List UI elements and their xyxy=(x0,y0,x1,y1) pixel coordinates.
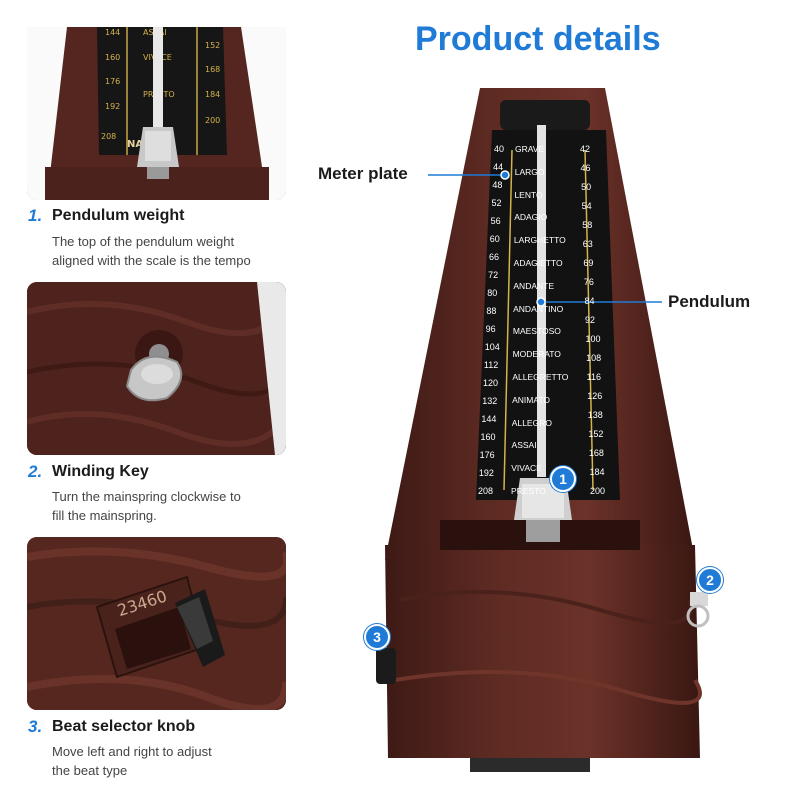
thumb-num-left: 160 xyxy=(105,53,120,62)
scale-number-left: 40 xyxy=(494,144,505,154)
feature-1-description: The top of the pendulum weight aligned w… xyxy=(52,232,282,270)
scale-number-right: 50 xyxy=(581,182,592,192)
scale-number-right: 63 xyxy=(582,239,593,249)
feature-1-desc-line: The top of the pendulum weight xyxy=(52,234,235,249)
feature-1-desc-line: aligned with the scale is the tempo xyxy=(52,253,251,268)
feature-3-desc-line: Move left and right to adjust xyxy=(52,744,212,759)
scale-number-left: 56 xyxy=(490,216,501,226)
feature-2-title: Winding Key xyxy=(52,463,149,480)
scale-number-left: 66 xyxy=(488,252,499,262)
feature-3-desc-line: the beat type xyxy=(52,763,128,778)
scale-number-right: 184 xyxy=(589,467,605,477)
marker-3-badge: 3 xyxy=(364,624,390,650)
scale-number-left: 72 xyxy=(488,270,499,280)
meter-plate-label: Meter plate xyxy=(318,164,408,183)
beat-selector-illustration: 23460 xyxy=(27,537,286,710)
scale-number-left: 104 xyxy=(484,342,500,352)
feature-2-desc-line: Turn the mainspring clockwise to xyxy=(52,489,241,504)
scale-number-left: 192 xyxy=(478,468,494,478)
scale-number-right: 100 xyxy=(585,334,601,344)
thumb-num-left: 192 xyxy=(105,102,120,111)
scale-tempo-word: PRESTO xyxy=(511,486,546,496)
beat-selector-knob xyxy=(376,648,396,684)
thumb-num-left: 176 xyxy=(105,77,120,86)
feature-1-number: 1. xyxy=(28,206,43,225)
scale-number-right: 42 xyxy=(580,144,591,154)
scale-number-right: 92 xyxy=(585,315,596,325)
scale-number-left: 112 xyxy=(483,360,499,370)
scale-number-left: 144 xyxy=(481,414,497,424)
scale-tempo-word: LARGO xyxy=(514,166,545,177)
scale-tempo-word: ADAGIETTO xyxy=(513,258,563,268)
scale-number-right: 168 xyxy=(588,448,604,458)
scale-tempo-word: LENTO xyxy=(514,189,543,200)
scale-tempo-word: ALLEGRO xyxy=(511,417,552,428)
winding-key-thumbnail xyxy=(27,282,286,455)
scale-number-left: 88 xyxy=(486,306,497,316)
thumb-num-right: 168 xyxy=(205,65,220,74)
scale-number-right: 84 xyxy=(584,296,595,306)
scale-number-right: 116 xyxy=(586,372,602,382)
feature-1-title: Pendulum weight xyxy=(52,207,185,224)
winding-key-illustration xyxy=(27,282,286,455)
scale-tempo-word: MODERATO xyxy=(512,349,561,360)
thumb-num-right: 152 xyxy=(205,41,220,50)
marker-2-badge: 2 xyxy=(697,567,723,593)
scale-tempo-word: LARGHETTO xyxy=(513,235,566,246)
scale-tempo-word: GRAVE xyxy=(515,144,545,154)
scale-number-right: 58 xyxy=(582,220,593,230)
scale-number-left: 48 xyxy=(492,180,503,190)
scale-number-left: 176 xyxy=(479,450,495,460)
scale-number-right: 152 xyxy=(588,429,604,439)
scale-number-right: 46 xyxy=(580,163,591,173)
scale-number-left: 44 xyxy=(493,162,504,172)
scale-number-right: 138 xyxy=(587,410,603,420)
scale-tempo-word: ADAGIO xyxy=(514,212,548,223)
winding-key xyxy=(690,592,708,606)
beat-selector-thumbnail: 23460 xyxy=(27,537,286,710)
scale-number-left: 132 xyxy=(482,396,498,406)
scale-number-left: 208 xyxy=(478,486,494,496)
scale-number-left: 96 xyxy=(485,324,496,334)
feature-2-number: 2. xyxy=(28,462,43,481)
scale-number-right: 108 xyxy=(586,353,602,363)
feature-3-number: 3. xyxy=(28,717,43,736)
pendulum-label: Pendulum xyxy=(668,292,751,311)
pendulum-weight-illustration: 144 160 176 192 208 152 168 184 200 ASSA… xyxy=(27,27,286,200)
scale-number-left: 80 xyxy=(487,288,498,298)
scale-tempo-word: ANDANTINO xyxy=(513,303,564,314)
scale-number-right: 69 xyxy=(583,258,594,268)
scale-number-right: 126 xyxy=(587,391,603,401)
page-title: Product details xyxy=(415,20,661,58)
scale-tempo-word: ASSAI xyxy=(511,440,537,451)
scale-number-right: 54 xyxy=(581,201,592,211)
scale-number-left: 52 xyxy=(491,198,502,208)
feature-2-description: Turn the mainspring clockwise to fill th… xyxy=(52,487,282,525)
scale-number-left: 120 xyxy=(483,378,499,388)
marker-1-badge: 1 xyxy=(550,466,576,492)
scale-number-right: 76 xyxy=(583,277,594,287)
feature-3-description: Move left and right to adjust the beat t… xyxy=(52,742,282,780)
scale-tempo-word: ALLEGRETTO xyxy=(512,372,569,382)
feature-3-title: Beat selector knob xyxy=(52,718,196,735)
thumb-num-right: 200 xyxy=(205,116,220,125)
scale-tempo-word: MAESTOSO xyxy=(512,326,561,337)
thumb-num-left: 208 xyxy=(101,132,116,141)
scale-tempo-word: VIVACE xyxy=(511,463,542,474)
pendulum-weight-thumbnail: 144 160 176 192 208 152 168 184 200 ASSA… xyxy=(27,27,286,200)
scale-tempo-word: ANDANTE xyxy=(513,280,555,291)
metronome-base xyxy=(385,545,700,758)
feature-2-desc-line: fill the mainspring. xyxy=(52,508,157,523)
scale-number-left: 160 xyxy=(480,432,496,442)
scale-number-left: 60 xyxy=(489,234,500,244)
thumb-num-left: 144 xyxy=(105,28,120,37)
thumb-num-right: 184 xyxy=(205,90,220,99)
scale-tempo-word: ANIMATO xyxy=(512,394,551,405)
scale-number-right: 200 xyxy=(590,486,606,496)
